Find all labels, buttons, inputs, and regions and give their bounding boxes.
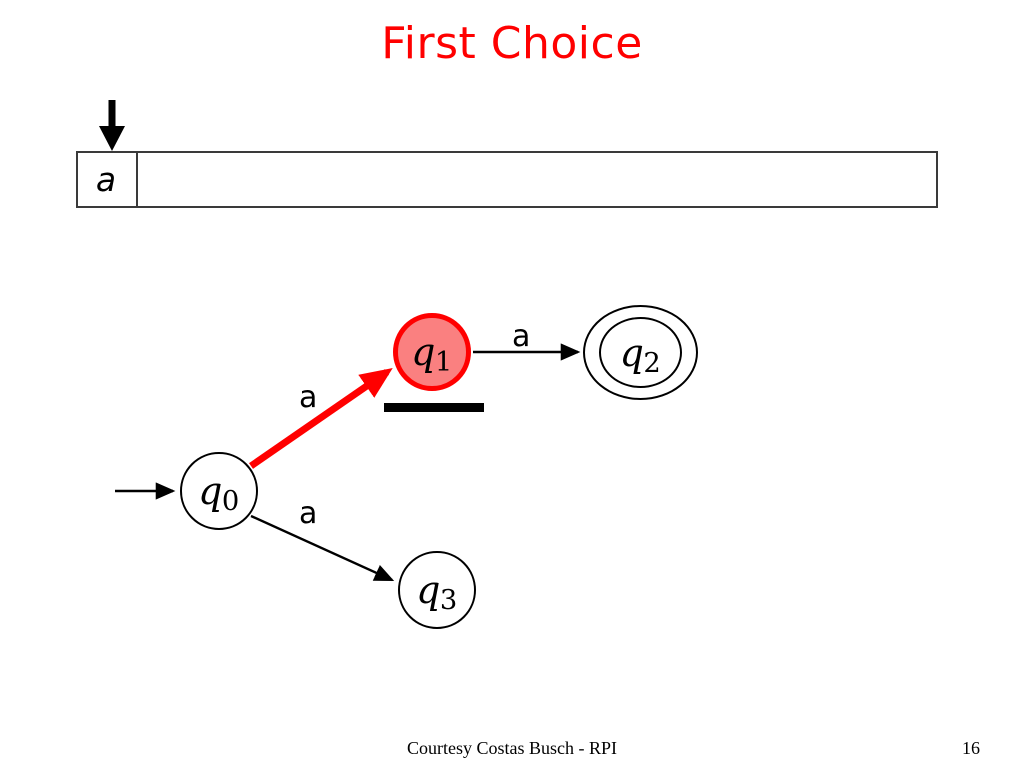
edge-q0-q1	[249, 368, 393, 469]
footer-page-number: 16	[962, 738, 980, 758]
state-node-q3[interactable]: q3	[398, 551, 476, 629]
state-node-q2[interactable]: q2	[599, 317, 682, 388]
state-node-q0[interactable]: q0	[180, 452, 258, 530]
edge-label-q0-q1: a	[299, 380, 318, 415]
state-label-q0: q0	[198, 469, 240, 518]
underline-bar	[384, 403, 484, 412]
input-tape: a	[76, 151, 938, 208]
tape-head-arrow-icon	[92, 99, 132, 153]
edge-label-q1-q2: a	[512, 319, 531, 354]
footer-credit: Courtesy Costas Busch - RPI	[406, 738, 617, 758]
tape-outline	[76, 151, 938, 208]
state-label-q3: q3	[416, 568, 458, 617]
state-label-q1: q1	[411, 330, 453, 379]
page-title: First Choice	[381, 18, 643, 69]
edge-q0-q3	[250, 514, 395, 582]
state-node-q1[interactable]: q1	[393, 313, 471, 391]
state-label-q2: q2	[619, 330, 661, 379]
edge-label-q0-q3: a	[299, 496, 318, 531]
tape-cell-0: a	[76, 151, 138, 208]
